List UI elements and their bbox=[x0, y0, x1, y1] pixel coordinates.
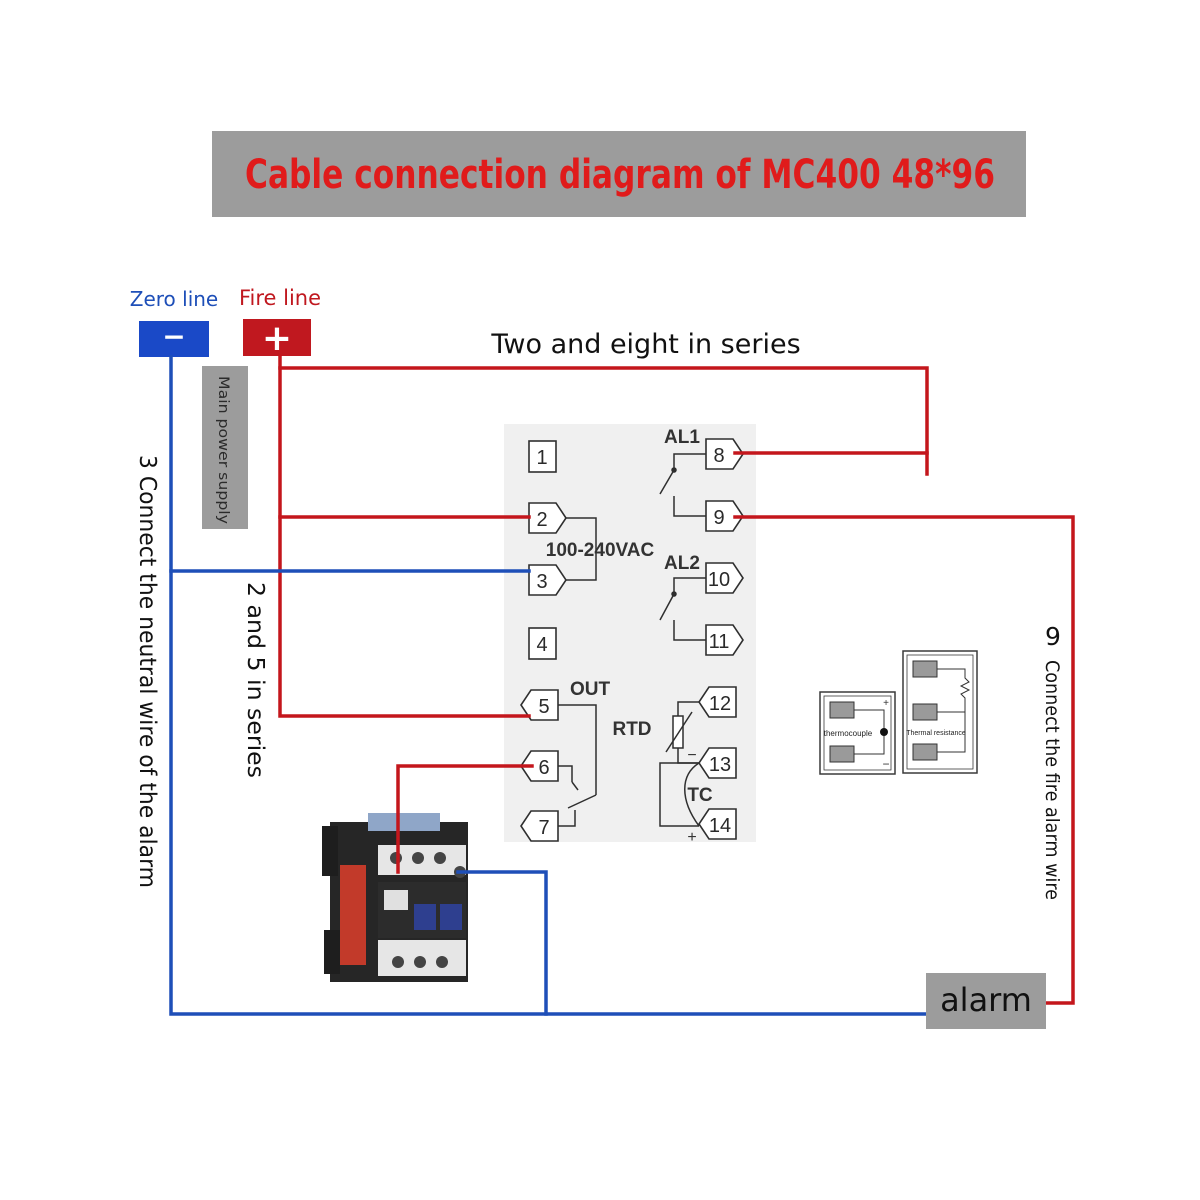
terminal-label-14: 14 bbox=[709, 815, 731, 837]
thermal-resistance-panel bbox=[902, 650, 978, 774]
terminal-label-13: 13 bbox=[709, 754, 731, 776]
fire-wire-series-bus bbox=[278, 366, 929, 476]
tc-minus-sign: − bbox=[687, 747, 696, 764]
series-2-8-label: Two and eight in series bbox=[490, 329, 800, 360]
fire-line-terminal bbox=[243, 319, 311, 356]
thermocouple-minus: − bbox=[882, 757, 889, 771]
out-label: OUT bbox=[570, 679, 611, 700]
terminal-label-1: 1 bbox=[536, 447, 547, 469]
terminal-12 bbox=[698, 686, 737, 718]
terminal-1 bbox=[528, 440, 557, 473]
terminal-label-8: 8 bbox=[713, 445, 724, 467]
terminal-label-11: 11 bbox=[709, 631, 730, 653]
contactor-icon bbox=[322, 813, 468, 982]
al2-label: AL2 bbox=[664, 553, 700, 574]
tc-plus-sign: + bbox=[687, 829, 696, 846]
main-power-label: Main power supply bbox=[215, 376, 231, 524]
terminal-label-2: 2 bbox=[536, 509, 547, 531]
terminal-14 bbox=[698, 808, 737, 840]
terminal-5 bbox=[520, 689, 559, 721]
terminal-label-5: 5 bbox=[538, 696, 549, 718]
fire-wire-6-to-contactor bbox=[396, 764, 534, 874]
terminal-13 bbox=[698, 747, 737, 779]
terminal-3 bbox=[528, 564, 567, 596]
title-banner bbox=[212, 131, 1026, 217]
thermocouple-label: thermocouple bbox=[824, 729, 873, 738]
neutral-alarm-label: 3 Connect the neutral wire of the alarm bbox=[134, 455, 160, 888]
thermocouple-plus: + bbox=[883, 698, 889, 709]
fire-wire-to-5 bbox=[278, 354, 531, 718]
fire-line-label: Fire line bbox=[239, 286, 321, 310]
alarm-label: alarm bbox=[940, 981, 1032, 1019]
thermal-resistance-label: Thermal resistance bbox=[906, 730, 966, 737]
al1-label: AL1 bbox=[664, 427, 700, 448]
controller-schematic bbox=[558, 453, 706, 827]
terminal-6 bbox=[520, 750, 559, 782]
plus-icon: + bbox=[262, 318, 292, 359]
page-title: Cable connection diagram of MC400 48*96 bbox=[245, 152, 995, 198]
terminal-label-4: 4 bbox=[536, 634, 547, 656]
zero-line-terminal bbox=[139, 321, 209, 357]
tc-label: TC bbox=[687, 785, 713, 806]
terminal-11 bbox=[705, 624, 744, 656]
series-2-5-label: 2 and 5 in series bbox=[242, 582, 268, 778]
terminal-2 bbox=[528, 502, 567, 534]
terminal-label-12: 12 bbox=[709, 693, 731, 715]
fire-wire-9-to-alarm bbox=[733, 515, 1075, 1005]
terminal-label-3: 3 bbox=[536, 571, 547, 593]
controller-terminal-block bbox=[520, 438, 744, 842]
terminal-10 bbox=[705, 562, 744, 594]
zero-wire-contactor bbox=[456, 870, 548, 1016]
minus-icon: − bbox=[162, 320, 185, 353]
main-power-label-box bbox=[202, 366, 248, 529]
terminal-9 bbox=[705, 500, 744, 532]
zero-wire-main bbox=[169, 355, 928, 1016]
terminal-8 bbox=[705, 438, 744, 470]
terminal-4 bbox=[528, 627, 557, 660]
terminal-7 bbox=[520, 810, 559, 842]
wiring bbox=[169, 354, 1075, 1016]
fire-alarm-wire-label: Connect the fire alarm wire bbox=[1041, 660, 1063, 900]
rtd-label: RTD bbox=[612, 719, 651, 740]
terminal-label-9: 9 bbox=[713, 507, 724, 529]
alarm-box bbox=[926, 973, 1046, 1029]
terminal-label-6: 6 bbox=[538, 757, 549, 779]
zero-line-label: Zero line bbox=[130, 287, 218, 311]
terminal-label-10: 10 bbox=[708, 569, 730, 591]
terminal-label-7: 7 bbox=[538, 817, 549, 839]
supply-voltage-label: 100-240VAC bbox=[546, 540, 655, 561]
fire-alarm-number: 9 bbox=[1045, 622, 1061, 651]
thermocouple-panel bbox=[819, 691, 896, 775]
